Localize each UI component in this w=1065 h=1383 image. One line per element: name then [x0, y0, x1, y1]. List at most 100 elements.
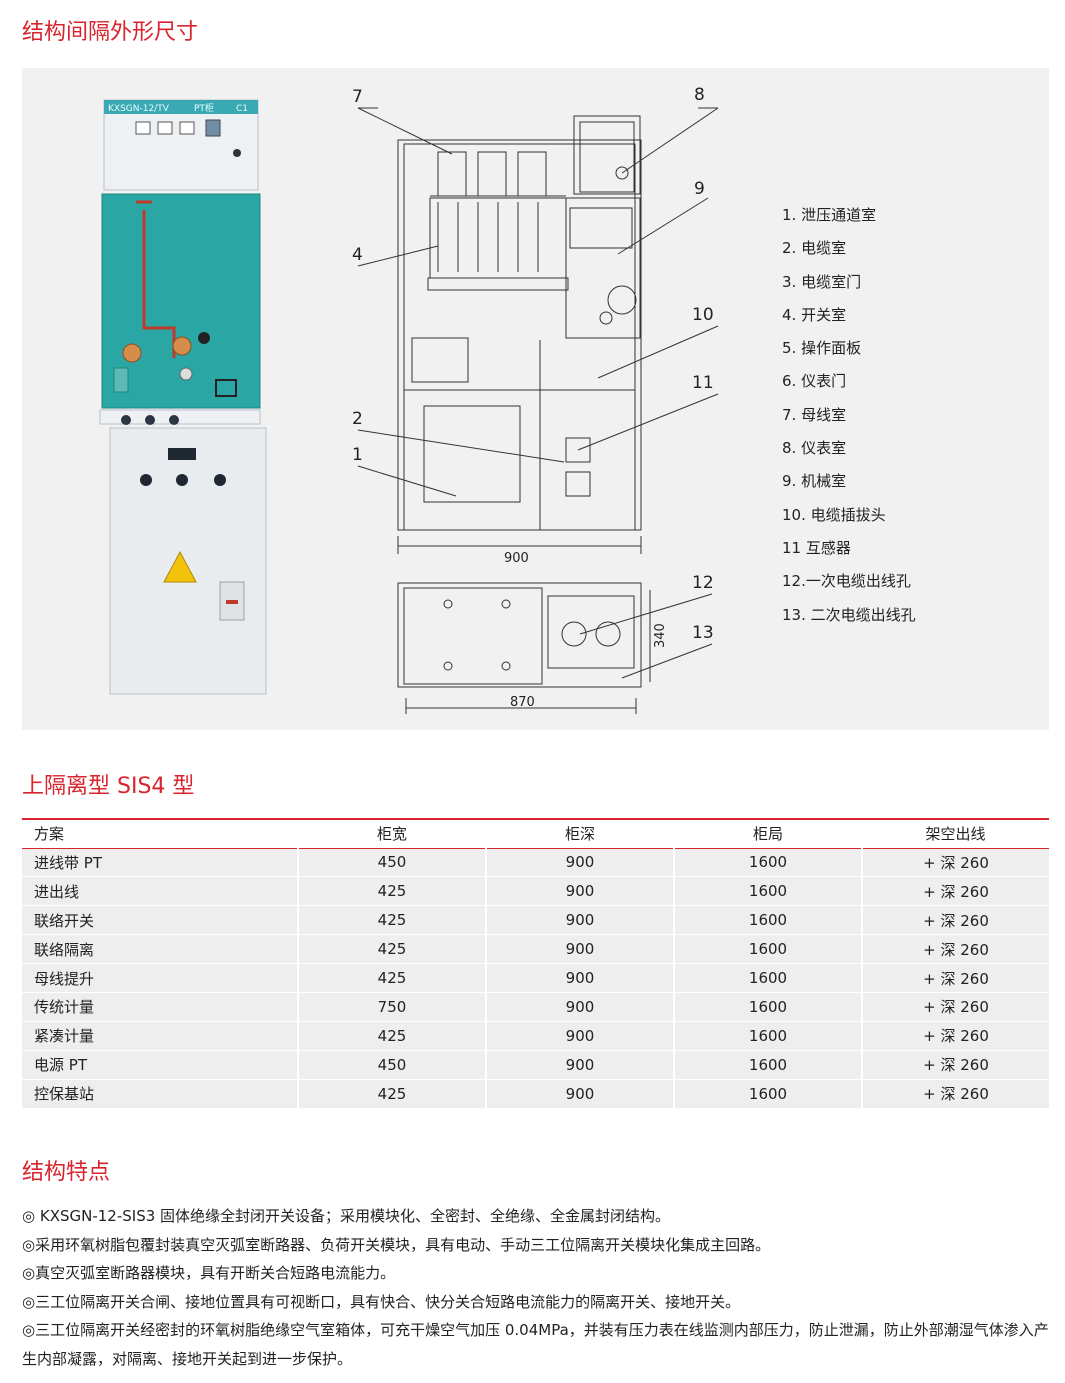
- callout-1: 1: [352, 445, 363, 465]
- cell-depth: 900: [486, 1021, 675, 1051]
- dim-plan-340: 340: [653, 623, 668, 648]
- cell-overhead: + 深 260: [862, 876, 1049, 907]
- legend-item: 9. 机械室: [782, 472, 847, 491]
- cell-height: 1600: [674, 1050, 863, 1080]
- cell-scheme: 控保基站: [22, 1079, 299, 1109]
- meter-3-icon: [179, 121, 195, 135]
- cell-height: 1600: [674, 992, 863, 1022]
- table-row: 紧凑计量 425 900 1600 + 深 260: [22, 1021, 1049, 1051]
- legend-item: 3. 电缆室门: [782, 272, 862, 291]
- legend-item: 5. 操作面板: [782, 339, 862, 358]
- table-row: 母线提升 425 900 1600 + 深 260: [22, 963, 1049, 993]
- dim-width-900: 900: [504, 551, 529, 566]
- legend-item: 12.一次电缆出线孔: [782, 572, 911, 591]
- nameplate-right: C1: [236, 104, 248, 114]
- legend-item: 11 互感器: [782, 538, 851, 557]
- feature-list: ◎ KXSGN-12-SIS3 固体绝缘全封闭开关设备；采用模块化、全密封、全绝…: [22, 1202, 1052, 1373]
- legend-item: 4. 开关室: [782, 305, 847, 324]
- cell-scheme: 联络开关: [22, 905, 299, 936]
- table-row: 联络隔离 425 900 1600 + 深 260: [22, 934, 1049, 965]
- cell-overhead: + 深 260: [862, 1079, 1049, 1109]
- cell-overhead: + 深 260: [862, 1021, 1049, 1051]
- callout-7: 7: [352, 87, 363, 107]
- cell-depth: 900: [486, 876, 675, 907]
- cell-width: 425: [298, 1079, 487, 1109]
- legend-item: 1. 泄压通道室: [782, 206, 877, 224]
- table-header-row: 方案 柜宽 柜深 柜局 架空出线: [22, 820, 1049, 849]
- cell-overhead: + 深 260: [862, 934, 1049, 965]
- callout-12: 12: [692, 573, 714, 593]
- cabinet-photo: KXSGN-12/TV PT柜 C1: [99, 99, 267, 695]
- operating-hole-1-icon: [122, 343, 142, 363]
- cell-height: 1600: [674, 934, 863, 965]
- table-row: 传统计量 750 900 1600 + 深 260: [22, 992, 1049, 1022]
- table-row: 电源 PT 450 900 1600 + 深 260: [22, 1050, 1049, 1080]
- legend-item: 7. 母线室: [782, 405, 847, 424]
- callout-11: 11: [692, 373, 714, 393]
- cell-width: 425: [298, 876, 487, 907]
- indicator-icon: [198, 332, 210, 344]
- cell-scheme: 联络隔离: [22, 934, 299, 965]
- cell-depth: 900: [486, 963, 675, 993]
- cell-depth: 900: [486, 934, 675, 965]
- meter-1-icon: [135, 121, 151, 135]
- callout-10: 10: [692, 305, 714, 325]
- section-title-features: 结构特点: [22, 1160, 111, 1185]
- feature-item: ◎ KXSGN-12-SIS3 固体绝缘全封闭开关设备；采用模块化、全密封、全绝…: [22, 1207, 671, 1225]
- cell-width: 425: [298, 934, 487, 965]
- col-header-overhead: 架空出线: [862, 820, 1049, 849]
- legend-item: 13. 二次电缆出线孔: [782, 605, 916, 624]
- legend-item: 2. 电缆室: [782, 239, 847, 258]
- table-row: 联络开关 425 900 1600 + 深 260: [22, 905, 1049, 936]
- cell-height: 1600: [674, 876, 863, 907]
- cell-height: 1600: [674, 905, 863, 936]
- cable-door: [109, 427, 267, 695]
- callout-13: 13: [692, 623, 714, 643]
- cell-height: 1600: [674, 1021, 863, 1051]
- table-row: 控保基站 425 900 1600 + 深 260: [22, 1079, 1049, 1109]
- feature-item: ◎采用环氧树脂包覆封装真空灭弧室断路器、负荷开关模块，具有电动、手动三工位隔离开…: [22, 1235, 771, 1254]
- cell-depth: 900: [486, 1079, 675, 1109]
- cell-width: 450: [298, 1050, 487, 1080]
- section-title-model: 上隔离型 SIS4 型: [22, 774, 195, 799]
- cell-depth: 900: [486, 1050, 675, 1080]
- cell-width: 425: [298, 1021, 487, 1051]
- callout-8: 8: [694, 85, 705, 105]
- cell-scheme: 传统计量: [22, 992, 299, 1022]
- callout-4: 4: [352, 245, 363, 265]
- legend-item: 10. 电缆插拔头: [782, 505, 886, 524]
- cell-width: 450: [298, 848, 487, 878]
- section-title-dimensions: 结构间隔外形尺寸: [22, 20, 199, 45]
- cell-height: 1600: [674, 848, 863, 878]
- cell-width: 425: [298, 905, 487, 936]
- cell-overhead: + 深 260: [862, 905, 1049, 936]
- key-switch-icon: [233, 149, 241, 157]
- cell-overhead: + 深 260: [862, 992, 1049, 1022]
- dim-plan-870: 870: [510, 695, 535, 710]
- legend-item: 8. 仪表室: [782, 439, 847, 458]
- cell-depth: 900: [486, 905, 675, 936]
- callout-2: 2: [352, 409, 363, 429]
- nameplate-mid: PT柜: [194, 102, 214, 114]
- table-row: 进线带 PT 450 900 1600 + 深 260: [22, 848, 1049, 878]
- feature-item: ◎三工位隔离开关经密封的环氧树脂绝缘空气室箱体，可充干燥空气加压 0.04MPa…: [22, 1321, 1049, 1368]
- component-legend: 1. 泄压通道室 2. 电缆室 3. 电缆室门 4. 开关室 5. 操作面板 6…: [782, 205, 916, 638]
- technical-drawing: 7 8 9 4 10 11 2 1 12 13 900 870 340: [352, 85, 719, 714]
- cell-scheme: 电源 PT: [22, 1050, 299, 1080]
- spec-table: 方案 柜宽 柜深 柜局 架空出线 进线带 PT 450 900 1600 + 深…: [22, 820, 1049, 1109]
- cell-width: 750: [298, 992, 487, 1022]
- meter-2-icon: [157, 121, 173, 135]
- legend-item: 6. 仪表门: [782, 372, 847, 391]
- display-icon: [205, 119, 221, 137]
- section-divider: [22, 818, 1049, 820]
- col-header-width: 柜宽: [298, 820, 486, 849]
- table-row: 进出线 425 900 1600 + 深 260: [22, 876, 1049, 907]
- cell-depth: 900: [486, 848, 675, 878]
- cell-height: 1600: [674, 1079, 863, 1109]
- cell-overhead: + 深 260: [862, 848, 1049, 878]
- cell-scheme: 紧凑计量: [22, 1021, 299, 1051]
- feature-item: ◎真空灭弧室断路器模块，具有开断关合短路电流能力。: [22, 1264, 396, 1282]
- cell-height: 1600: [674, 963, 863, 993]
- cell-overhead: + 深 260: [862, 963, 1049, 993]
- cell-overhead: + 深 260: [862, 1050, 1049, 1080]
